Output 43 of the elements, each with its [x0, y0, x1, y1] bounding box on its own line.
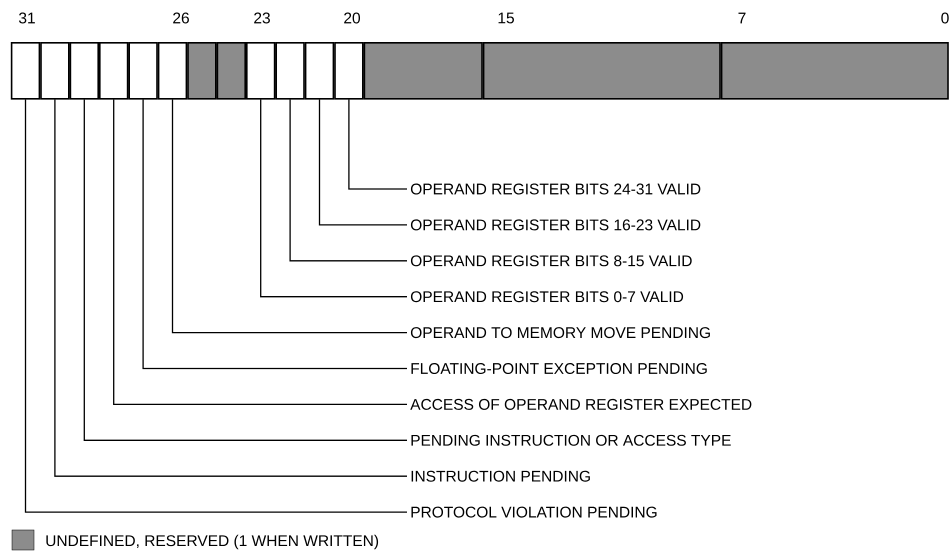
field-description: OPERAND REGISTER BITS 8-15 VALID — [410, 255, 692, 266]
bit-number: 20 — [344, 12, 360, 24]
bit-number: 15 — [498, 12, 514, 24]
field-description: FLOATING-POINT EXCEPTION PENDING — [411, 363, 707, 374]
leader-line — [289, 100, 407, 262]
bit-field — [158, 42, 188, 100]
leader-line — [84, 100, 407, 441]
bit-field — [40, 42, 70, 100]
leader-line — [24, 100, 407, 513]
field-description: INSTRUCTION PENDING — [412, 470, 590, 482]
bit-field — [187, 42, 217, 100]
bit-number: 23 — [254, 12, 270, 24]
bit-field — [10, 42, 40, 100]
bit-number: 26 — [173, 12, 189, 24]
bit-number: 0 — [941, 12, 949, 24]
leader-line — [142, 100, 407, 370]
bit-number: 31 — [18, 12, 35, 24]
bit-field — [275, 42, 305, 100]
field-description: PROTOCOL VIOLATION PENDING — [411, 506, 657, 518]
field-description: ACCESS OF OPERAND REGISTER EXPECTED — [410, 398, 752, 410]
leader-line — [318, 100, 407, 226]
field-description: OPERAND REGISTER BITS 16-23 VALID — [410, 219, 700, 230]
bit-field — [304, 42, 334, 100]
leader-line — [172, 100, 407, 334]
bit-number: 7 — [738, 12, 746, 24]
bit-field — [216, 42, 246, 100]
field-description: PENDING INSTRUCTION OR ACCESS TYPE — [411, 434, 731, 446]
bit-field — [482, 42, 721, 100]
field-description: OPERAND REGISTER BITS 0-7 VALID — [410, 291, 684, 302]
bit-field — [364, 42, 483, 100]
leader-line — [348, 100, 407, 190]
bit-field — [720, 42, 949, 100]
legend-text: UNDEFINED, RESERVED (1 WHEN WRITTEN) — [46, 534, 378, 550]
leader-line — [260, 100, 407, 298]
bit-field — [246, 42, 276, 100]
field-description: OPERAND TO MEMORY MOVE PENDING — [410, 327, 710, 338]
bit-field — [70, 42, 99, 100]
leader-line — [113, 100, 407, 406]
bit-field — [99, 42, 128, 100]
field-description: OPERAND REGISTER BITS 24-31 VALID — [410, 184, 700, 194]
bit-field — [128, 42, 158, 100]
bit-field — [334, 42, 364, 100]
leader-line — [54, 100, 407, 477]
